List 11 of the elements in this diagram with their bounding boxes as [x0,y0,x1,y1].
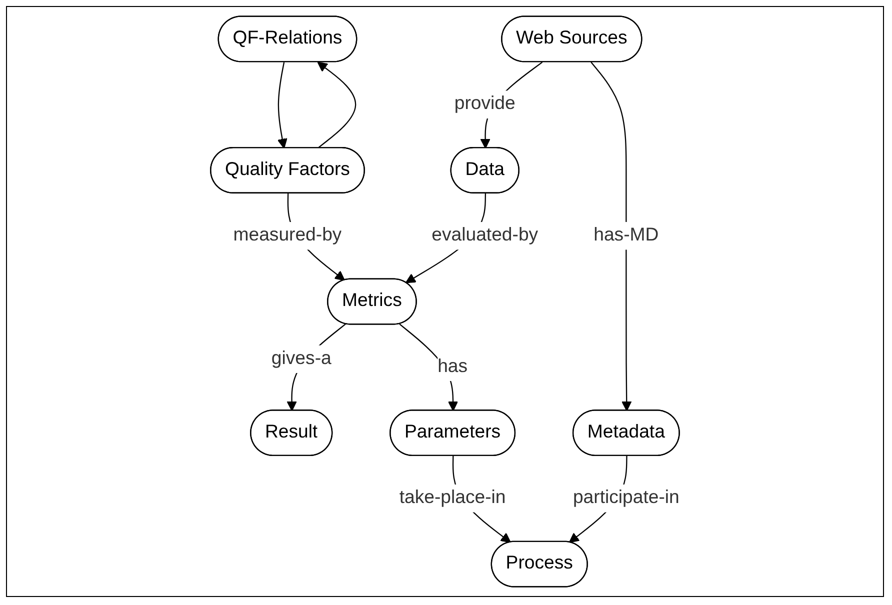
edge-label: take-place-in [399,488,506,508]
arrow [317,62,356,149]
arrow [590,62,632,412]
edge-label: provide [454,94,516,114]
edge-label: participate-in [572,488,680,508]
edge-label: measured-by [233,225,342,246]
edge-label: has-MD [594,225,659,246]
edge-label: evaluated-by [432,225,538,246]
edge-label: has [438,356,468,376]
edge-label: gives-a [271,348,332,368]
arrow [277,62,288,149]
